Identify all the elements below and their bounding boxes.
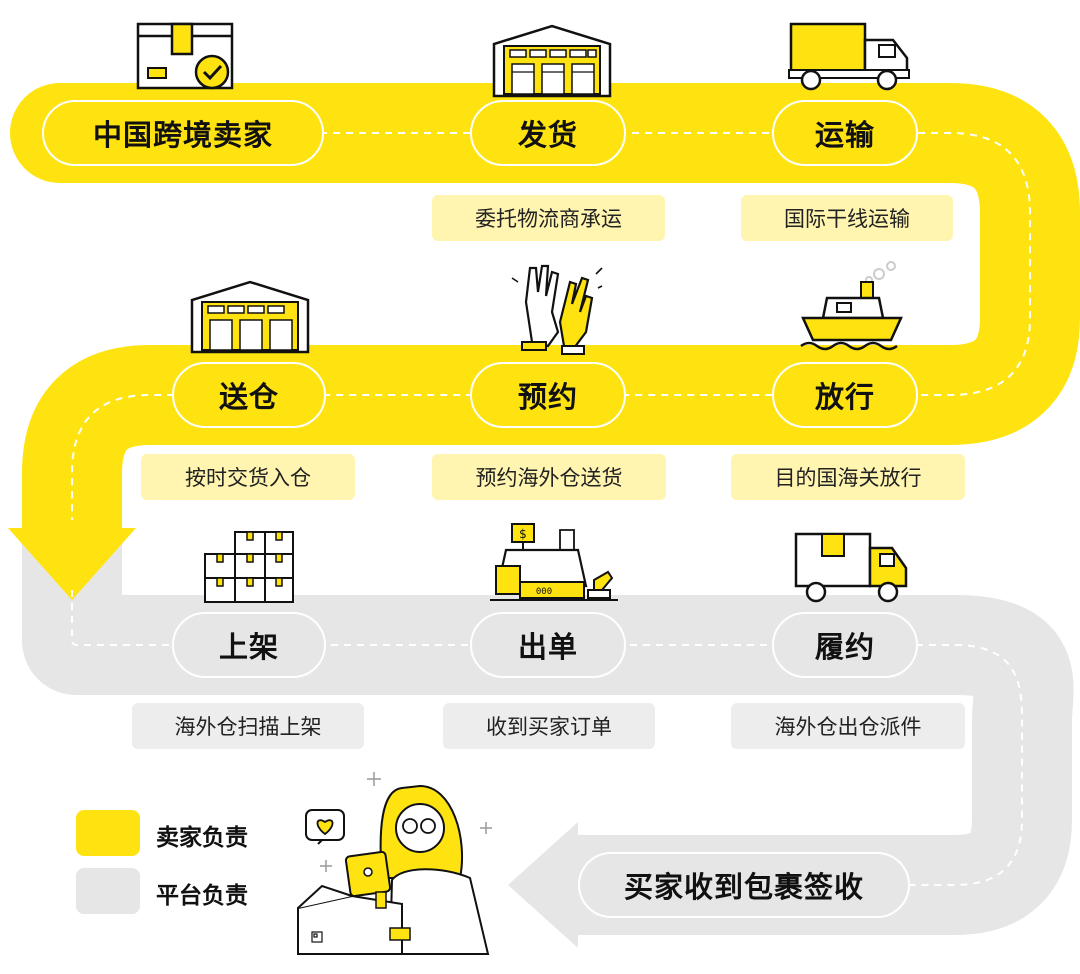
step-label: 买家收到包裹签收 — [623, 870, 864, 904]
warehouse-icon — [190, 280, 310, 354]
step-order: 出单 — [470, 612, 626, 678]
step-order-desc: 收到买家订单 — [443, 703, 655, 749]
step-label: 履约 — [814, 630, 875, 664]
legend-swatch-seller — [76, 810, 140, 856]
step-label: 出单 — [517, 630, 578, 664]
step-desc: 委托物流商承运 — [475, 207, 622, 231]
step-label: 运输 — [814, 118, 875, 152]
step-appointment: 预约 — [470, 362, 626, 428]
step-deliver-to-warehouse: 送仓 — [172, 362, 326, 428]
step-desc: 按时交货入仓 — [185, 466, 311, 490]
step-shelving: 上架 — [172, 612, 326, 678]
seller-path — [22, 83, 1080, 530]
step-label: 预约 — [517, 380, 578, 414]
register-display-text: 000 — [536, 587, 552, 597]
ship-icon — [800, 261, 903, 351]
step-label: 中国跨境卖家 — [92, 118, 273, 152]
step-customs-release-desc: 目的国海关放行 — [731, 454, 965, 500]
legend-label-seller: 卖家负责 — [156, 825, 248, 851]
step-transport: 运输 — [772, 100, 918, 166]
woman-unboxing-icon — [297, 772, 492, 955]
step-customs-release: 放行 — [772, 362, 918, 428]
cash-register-icon: $ 000 — [490, 523, 618, 601]
truck-icon — [788, 22, 910, 91]
step-chinese-seller: 中国跨境卖家 — [42, 100, 324, 166]
step-desc: 国际干线运输 — [784, 207, 910, 231]
guide-line-platform — [71, 590, 1023, 886]
step-desc: 收到买家订单 — [486, 715, 612, 739]
step-desc: 目的国海关放行 — [774, 466, 922, 490]
delivery-truck-icon — [794, 532, 908, 603]
step-desc: 海外仓出仓派件 — [774, 715, 922, 739]
legend-label-platform: 平台负责 — [156, 883, 248, 909]
step-label: 放行 — [814, 380, 875, 414]
step-ship-out: 发货 — [470, 100, 626, 166]
step-ship-out-desc: 委托物流商承运 — [432, 195, 665, 241]
step-fulfillment: 履约 — [772, 612, 918, 678]
warehouse-icon — [492, 24, 612, 98]
stacked-boxes-icon — [204, 531, 294, 603]
high-five-icon — [511, 264, 603, 355]
parcel-check-icon — [136, 22, 234, 90]
seller-arrow-head — [8, 528, 136, 600]
step-deliver-to-warehouse-desc: 按时交货入仓 — [141, 454, 355, 500]
legend-swatch-platform — [76, 868, 140, 914]
platform-arrow-head — [508, 822, 578, 948]
step-buyer-receives: 买家收到包裹签收 — [578, 852, 910, 918]
step-label: 送仓 — [218, 380, 279, 414]
step-shelving-desc: 海外仓扫描上架 — [132, 703, 364, 749]
step-desc: 海外仓扫描上架 — [174, 715, 322, 739]
step-fulfillment-desc: 海外仓出仓派件 — [731, 703, 965, 749]
step-label: 上架 — [218, 630, 279, 664]
step-transport-desc: 国际干线运输 — [741, 195, 953, 241]
cash-sign-text: $ — [519, 527, 527, 541]
step-appointment-desc: 预约海外仓送货 — [432, 454, 666, 500]
step-label: 发货 — [517, 118, 578, 152]
step-desc: 预约海外仓送货 — [475, 466, 623, 490]
